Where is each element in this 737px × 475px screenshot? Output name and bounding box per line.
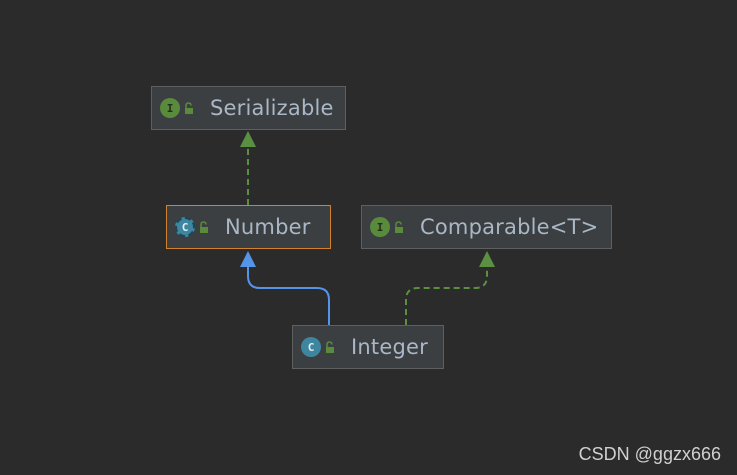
node-comparable[interactable]: I Comparable<T> bbox=[361, 205, 612, 249]
watermark: CSDN @ggzx666 bbox=[578, 444, 721, 464]
edge-integer-extends-number bbox=[247, 266, 330, 325]
abstract-class-icon: C bbox=[175, 217, 195, 237]
node-label: Comparable<T> bbox=[420, 215, 599, 239]
interface-icon: I bbox=[160, 98, 180, 118]
unlocked-padlock-icon bbox=[326, 341, 334, 353]
node-serializable[interactable]: I Serializable bbox=[151, 86, 346, 130]
interface-icon: I bbox=[370, 217, 390, 237]
node-label: Number bbox=[225, 215, 311, 239]
node-label: Serializable bbox=[210, 96, 334, 120]
node-label: Integer bbox=[351, 335, 428, 359]
unlocked-padlock-icon bbox=[185, 102, 193, 114]
edge-number-serializable-arrowhead bbox=[240, 131, 256, 147]
edge-integer-implements-comparable bbox=[405, 266, 488, 325]
edge-integer-number-arrowhead bbox=[240, 251, 256, 267]
node-integer[interactable]: C Integer bbox=[292, 325, 444, 369]
final-class-icon: C bbox=[301, 337, 321, 357]
unlocked-padlock-icon bbox=[395, 221, 403, 233]
edge-integer-comparable-arrowhead bbox=[479, 251, 495, 267]
unlocked-padlock-icon bbox=[200, 221, 208, 233]
node-number[interactable]: C Number bbox=[166, 205, 331, 249]
